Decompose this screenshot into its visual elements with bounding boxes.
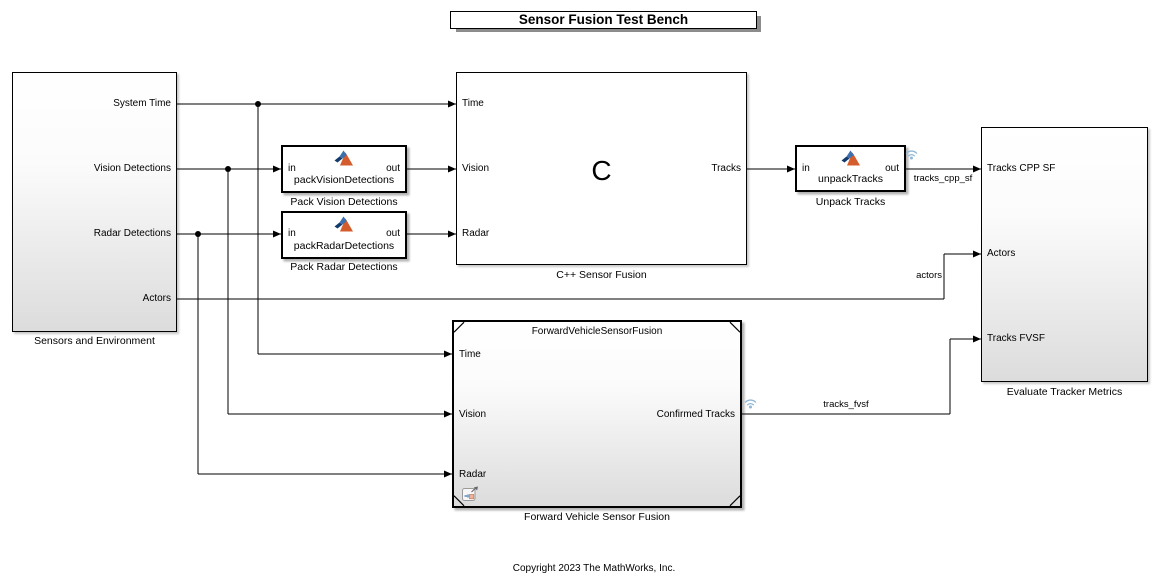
block-cpp-sensor-fusion[interactable]: Time Vision Radar Tracks C [456,72,747,265]
block-sensors-and-environment[interactable]: System Time Vision Detections Radar Dete… [12,72,177,332]
port-in: in [288,163,296,174]
port-vision: Vision [459,409,487,420]
label-pack-radar-detections: Pack Radar Detections [290,261,398,273]
port-vision-detections: Vision Detections [93,163,171,174]
model-block-corner-marks [454,322,740,506]
fcn-name: packVisionDetections [293,174,395,186]
label-cpp-sensor-fusion: C++ Sensor Fusion [556,269,647,281]
port-time: Time [459,349,481,360]
model-reference-icon [462,486,478,501]
label-unpack-tracks: Unpack Tracks [815,196,886,208]
port-in: in [802,163,810,174]
port-out: out [386,228,400,239]
fcn-name: unpackTracks [818,173,883,185]
port-tracks-cpp-sf: Tracks CPP SF [987,163,1056,174]
port-confirmed-tracks: Confirmed Tracks [656,409,735,420]
block-pack-vision-detections[interactable]: in out packVisionDetections [281,145,407,193]
signal-label-actors[interactable]: actors [916,270,942,281]
block-unpack-tracks[interactable]: in out unpackTracks [795,145,906,192]
signal-label-tracks-cpp-sf[interactable]: tracks_cpp_sf [913,173,973,184]
block-pack-radar-detections[interactable]: in out packRadarDetections [281,211,407,259]
label-evaluate-tracker-metrics: Evaluate Tracker Metrics [1006,386,1123,398]
wire-branch-dots [195,101,261,237]
port-radar: Radar [459,469,487,480]
port-tracks: Tracks [711,163,741,174]
port-radar: Radar [462,228,490,239]
signal-label-tracks-fvsf[interactable]: tracks_fvsf [823,399,869,410]
matlab-logo-icon [334,216,353,232]
port-time: Time [462,98,484,109]
model-title: Sensor Fusion Test Bench [518,12,689,27]
label-forward-vehicle-sensor-fusion: Forward Vehicle Sensor Fusion [524,511,670,523]
block-forward-vehicle-sensor-fusion[interactable]: ForwardVehicleSensorFusion Time Vision R… [452,320,742,508]
model-title-bar: Sensor Fusion Test Bench [450,11,757,29]
label-pack-vision-detections: Pack Vision Detections [290,196,398,208]
matlab-logo-icon [841,150,860,166]
block-evaluate-tracker-metrics[interactable]: Tracks CPP SF Actors Tracks FVSF [981,127,1148,382]
port-system-time: System Time [113,98,171,109]
port-vision: Vision [462,163,490,174]
referenced-model-name: ForwardVehicleSensorFusion [531,326,663,337]
port-actors: Actors [142,293,171,304]
port-actors: Actors [987,248,1016,259]
port-tracks-fvsf: Tracks FVSF [987,333,1045,344]
port-out: out [386,163,400,174]
port-radar-detections: Radar Detections [93,228,171,239]
fcn-name: packRadarDetections [293,240,395,252]
port-out: out [885,163,899,174]
matlab-logo-icon [334,150,353,166]
copyright-text: Copyright 2023 The MathWorks, Inc. [512,563,676,574]
port-in: in [288,228,296,239]
cpp-system-object-glyph: C [591,155,612,186]
label-sensors-and-environment: Sensors and Environment [34,335,155,347]
